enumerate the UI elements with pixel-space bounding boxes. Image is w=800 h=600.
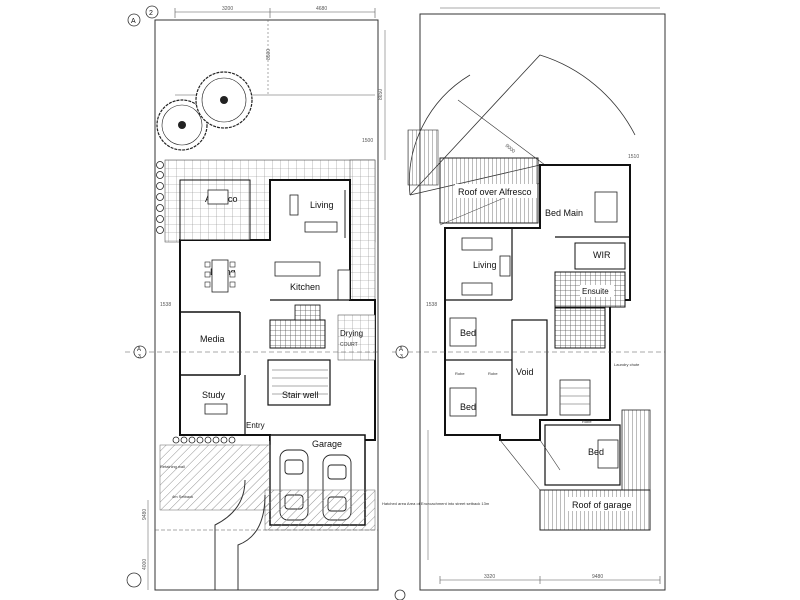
section-marker-circle: [127, 13, 141, 27]
note-setback: 4m Setback: [172, 494, 193, 499]
section-marker-top-b: 2: [149, 10, 153, 17]
tree-icon: [156, 71, 253, 151]
label-garage: Garage: [312, 439, 342, 449]
label-bed-3: Bed: [588, 447, 604, 457]
ff-dim-left-mid: 1538: [426, 302, 437, 308]
label-drying: Drying: [340, 329, 363, 338]
label-roof-garage: Roof of garage: [572, 500, 632, 510]
label-robe-2: Robe: [488, 371, 498, 376]
hatched-encroachment: [159, 444, 271, 511]
ff-section-marker-left-num: 3: [400, 354, 403, 360]
dim-left-mid: 1538: [160, 302, 171, 308]
label-roof-alfresco: Roof over Alfresco: [458, 187, 532, 197]
dim-side-mid: 1500: [362, 138, 373, 144]
label-study: Study: [202, 390, 226, 400]
hedge-shrubs: [156, 161, 236, 444]
note-retaining: Retaining wall: [160, 464, 185, 469]
label-wir: WIR: [593, 250, 611, 260]
label-ff-living: Living: [473, 260, 497, 270]
ff-dim-bottom-left: 3320: [484, 574, 495, 580]
label-living: Living: [310, 200, 334, 210]
label-laundry-chute: Laundry chute: [614, 362, 640, 367]
label-bed-2: Bed: [460, 402, 476, 412]
ff-dim-top: 1510: [628, 154, 639, 160]
label-court: COURT: [340, 342, 358, 348]
label-bed-main: Bed Main: [545, 208, 583, 218]
label-kitchen: Kitchen: [290, 282, 320, 292]
ff-dim-diag: 9000: [504, 143, 517, 155]
label-ensuite: Ensuite: [582, 287, 609, 296]
north-marker-icon: [126, 572, 142, 588]
ff-dim-side: 8650: [378, 89, 384, 100]
label-void: Void: [516, 367, 534, 377]
dim-bottom-left: 4000: [142, 559, 148, 570]
section-marker-left: A: [137, 347, 141, 353]
label-bed-1: Bed: [460, 328, 476, 338]
dim-bottom: 9480: [142, 509, 148, 520]
note-encroachment: Hatched area Area of Encroachment into s…: [382, 501, 490, 506]
section-marker-left-num: 3: [138, 354, 141, 360]
ground-floor-plan: 3200 4680 A 2 8500 1500: [125, 5, 490, 591]
roof-arc: [409, 54, 636, 196]
label-entry: Entry: [246, 421, 265, 430]
label-stairwell: Stair well: [282, 390, 319, 400]
label-media: Media: [200, 334, 225, 344]
first-floor-plan: 1510 8650 9000 Roof over Alfresco Bed Ma…: [378, 7, 666, 600]
label-robe-3: Robe: [582, 419, 592, 424]
section-marker-top-a: A: [131, 18, 136, 25]
first-house-outline: [444, 164, 631, 441]
dim-side-upper: 8500: [266, 49, 272, 60]
label-robe-1: Robe: [455, 371, 465, 376]
dim-top-right: 4680: [316, 6, 327, 12]
dim-top-left: 3200: [222, 6, 233, 12]
ff-section-marker-left: A: [399, 347, 403, 353]
ff-dim-bottom-right: 9480: [592, 574, 603, 580]
